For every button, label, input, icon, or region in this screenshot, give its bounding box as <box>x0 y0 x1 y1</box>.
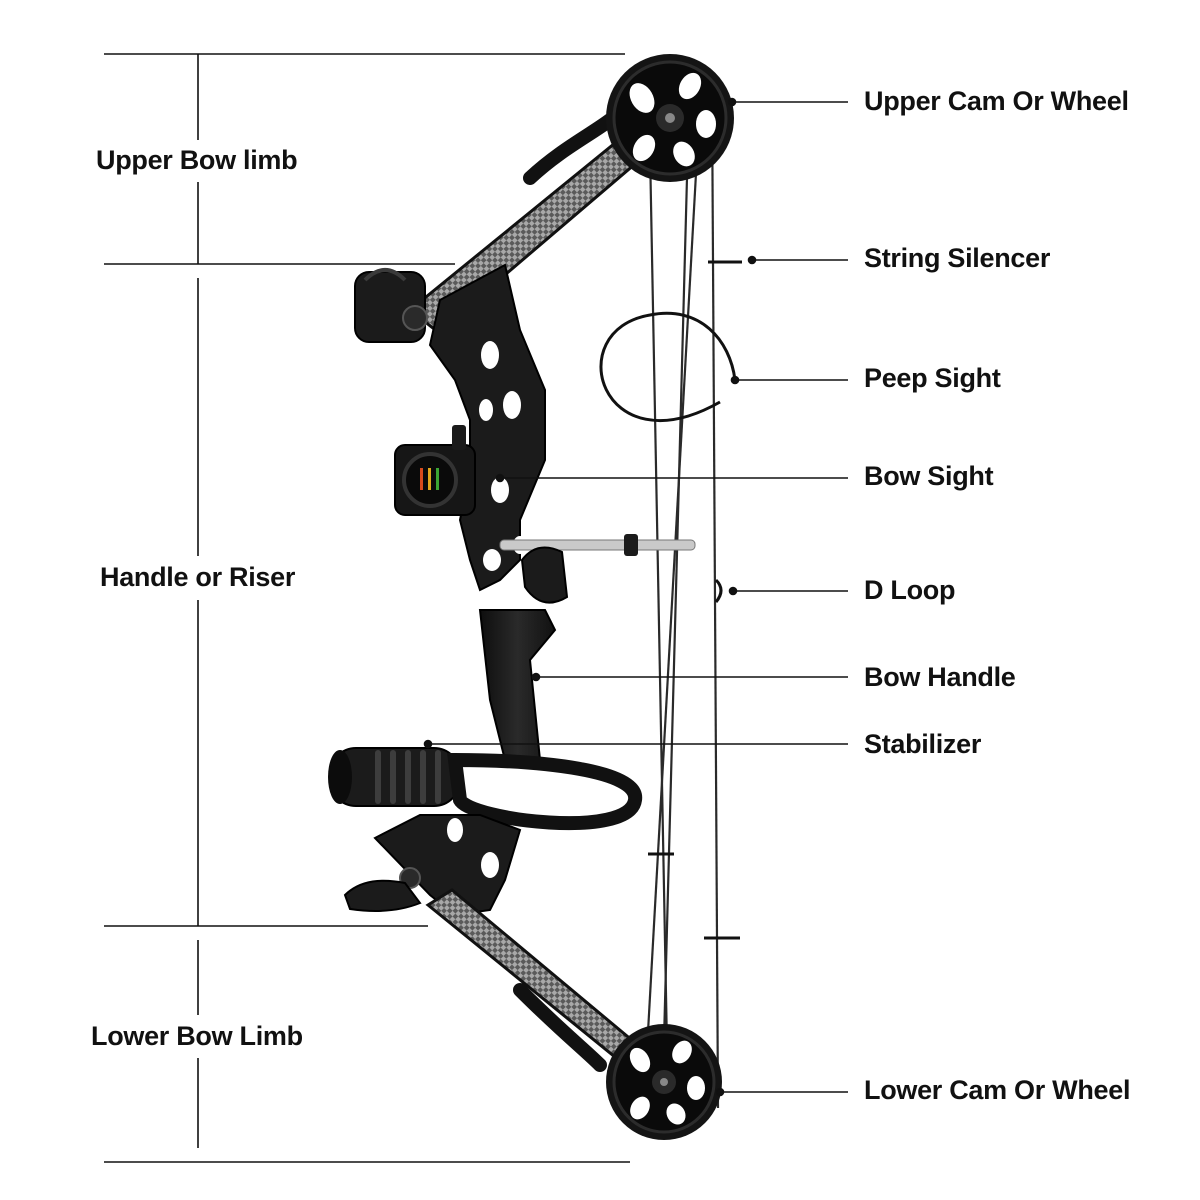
d-loop-shape <box>714 578 723 603</box>
upper-cam <box>606 54 734 182</box>
label-string-silencer: String Silencer <box>864 243 1051 273</box>
label-bow-sight: Bow Sight <box>864 461 994 491</box>
label-bow-handle: Bow Handle <box>864 662 1016 692</box>
cable-1 <box>646 101 702 1033</box>
stabilizer-unit <box>328 747 642 831</box>
label-upper-cam: Upper Cam Or Wheel <box>864 86 1129 116</box>
bow-sight-unit <box>394 425 476 516</box>
label-stabilizer: Stabilizer <box>864 729 982 759</box>
label-upper-bow-limb: Upper Bow limb <box>96 145 298 175</box>
peep-sight-tubing <box>599 311 737 423</box>
label-peep-sight: Peep Sight <box>864 363 1001 393</box>
arrow-rest <box>499 534 696 604</box>
string-silencer-marks <box>648 260 742 940</box>
riser <box>428 263 546 592</box>
lower-riser <box>343 814 522 917</box>
lower-cam <box>606 1024 722 1140</box>
cable-3 <box>648 149 670 1101</box>
quiver-mount <box>354 268 428 343</box>
cable-2 <box>662 139 690 1041</box>
label-lower-cam: Lower Cam Or Wheel <box>864 1075 1131 1105</box>
grip <box>478 609 557 761</box>
label-d-loop: D Loop <box>864 575 956 605</box>
label-lower-bow-limb: Lower Bow Limb <box>91 1021 303 1051</box>
bow-strings <box>646 91 720 1109</box>
right-leader-lines <box>423 97 848 1097</box>
left-bracket-lines <box>104 53 630 1163</box>
label-handle-or-riser: Handle or Riser <box>100 562 296 592</box>
